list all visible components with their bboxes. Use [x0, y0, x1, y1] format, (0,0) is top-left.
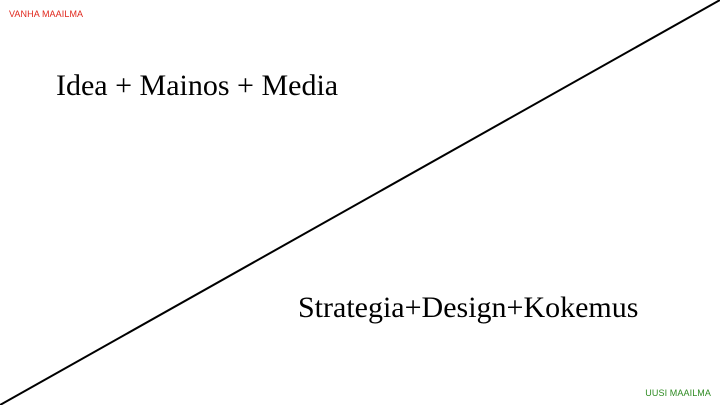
old-formula-heading: Idea + Mainos + Media: [56, 69, 339, 102]
new-formula-heading: Strategia+Design+Kokemus: [298, 291, 639, 324]
new-world-label: UUSI MAAILMA: [645, 388, 711, 398]
old-world-label: VANHA MAAILMA: [9, 9, 84, 19]
